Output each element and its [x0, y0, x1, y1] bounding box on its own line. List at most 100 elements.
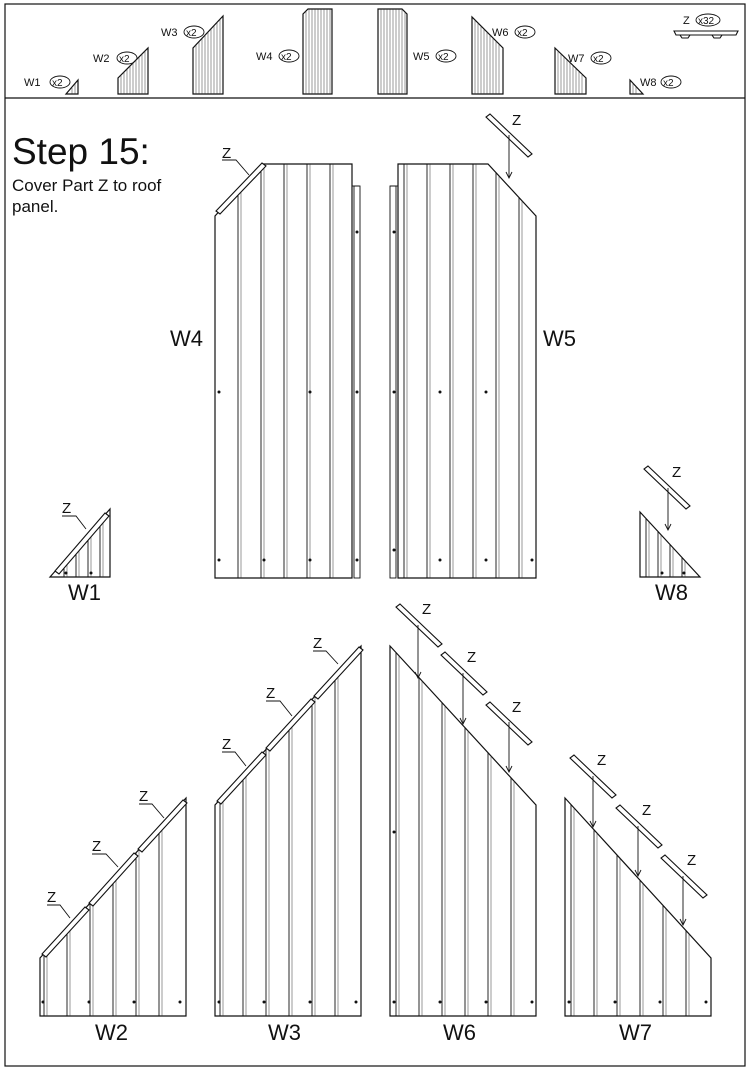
z-cap [395, 603, 443, 648]
panel-w8: W8 [639, 510, 702, 605]
z-cap [88, 852, 139, 907]
screw-hole [178, 1000, 182, 1004]
screw-hole [704, 1000, 708, 1004]
header-part-label: W5 [413, 51, 430, 63]
header-part-z: Z x32 [673, 13, 739, 39]
screw-hole [484, 390, 488, 394]
z-label: Z [139, 788, 148, 805]
header-part-label: W1 [24, 77, 41, 89]
z-cap [313, 646, 364, 700]
header-part-qty: x2 [593, 54, 604, 65]
z-cap [265, 698, 316, 752]
screw-hole [355, 558, 359, 562]
z-label: Z [62, 500, 71, 517]
z-label: Z [512, 112, 521, 129]
screw-hole [438, 558, 442, 562]
panel-label-w1: W1 [68, 580, 101, 605]
floating-caps: Z Z Z Z Z Z Z Z [395, 112, 708, 927]
qty-circle [435, 49, 457, 63]
z-cap [643, 465, 691, 510]
mini-panel-w5 [377, 8, 408, 95]
header-part-label: W3 [161, 27, 178, 39]
screw-hole [64, 571, 68, 575]
screw-hole [484, 558, 488, 562]
screw-hole [262, 558, 266, 562]
screw-hole [530, 1000, 534, 1004]
screw-hole [308, 558, 312, 562]
panel-label-w6: W6 [443, 1020, 476, 1045]
screw-hole [89, 571, 93, 575]
header-part-qty: x2 [663, 78, 674, 89]
header-part-label: W8 [640, 77, 657, 89]
z-cap [41, 906, 90, 958]
qty-circle [278, 49, 300, 63]
z-label: Z [422, 601, 431, 618]
mini-panel-w6 [471, 15, 504, 95]
screw-hole [392, 548, 396, 552]
panel-label-w7: W7 [619, 1020, 652, 1045]
screw-hole [87, 1000, 91, 1004]
screw-hole [567, 1000, 571, 1004]
header-part-w1: W1 x2 [24, 75, 79, 95]
screw-hole [392, 830, 396, 834]
qty-circle [660, 75, 682, 89]
screw-hole [354, 1000, 358, 1004]
z-label: Z [222, 145, 231, 162]
z-label: Z [687, 852, 696, 869]
z-cap [137, 799, 188, 853]
mini-panel-w4 [302, 8, 333, 95]
z-cap [54, 512, 110, 575]
header-part-qty: x2 [119, 54, 130, 65]
mini-panel-w7 [554, 46, 587, 95]
z-label: Z [512, 699, 521, 716]
z-label: Z [266, 685, 275, 702]
panel-label-w4: W4 [170, 326, 203, 351]
qty-circle [590, 51, 612, 65]
panel-w3: W3 [214, 644, 362, 1045]
header-part-w6: W6 x2 [471, 15, 536, 95]
screw-hole [308, 1000, 312, 1004]
header-part-w4: W4 x2 [256, 8, 333, 95]
header-part-label: W2 [93, 53, 110, 65]
header-part-qty: x2 [52, 78, 63, 89]
z-label: Z [313, 635, 322, 652]
header-part-w2: W2 x2 [93, 46, 149, 95]
page-border [4, 3, 746, 1067]
z-label: Z [92, 838, 101, 855]
screw-hole [613, 1000, 617, 1004]
header-part-label: Z [683, 15, 690, 27]
qty-circle [695, 13, 721, 27]
step-instruction: Cover Part Z to roof panel. [12, 176, 162, 216]
header-part-qty: x32 [698, 16, 715, 27]
screw-hole [41, 1000, 45, 1004]
screw-hole [438, 390, 442, 394]
qty-circle [183, 25, 205, 39]
header-part-w7: W7 x2 [554, 46, 612, 95]
header-part-qty: x2 [438, 52, 449, 63]
z-label: Z [222, 736, 231, 753]
panel-w5: W5 [389, 163, 576, 579]
screw-hole [682, 571, 686, 575]
screw-hole [438, 1000, 442, 1004]
screw-hole [392, 390, 396, 394]
panel-label-w8: W8 [655, 580, 688, 605]
step-title: Step 15: [12, 131, 150, 172]
header-part-label: W6 [492, 27, 509, 39]
panel-w6: W6 [389, 644, 537, 1045]
screw-hole [530, 558, 534, 562]
z-label: Z [672, 464, 681, 481]
screw-hole [355, 230, 359, 234]
screw-hole [217, 558, 221, 562]
screw-hole [217, 390, 221, 394]
z-label: Z [467, 649, 476, 666]
header-part-w3: W3 x2 [161, 14, 224, 95]
screw-hole [262, 1000, 266, 1004]
z-cap [660, 854, 708, 899]
header-part-qty: x2 [281, 52, 292, 63]
z-cap [216, 751, 267, 805]
header-parts-row: W1 x2 W2 x2 W3 x2 [24, 8, 739, 95]
header-part-w5: W5 x2 [377, 8, 457, 95]
panel-label-w2: W2 [95, 1020, 128, 1045]
